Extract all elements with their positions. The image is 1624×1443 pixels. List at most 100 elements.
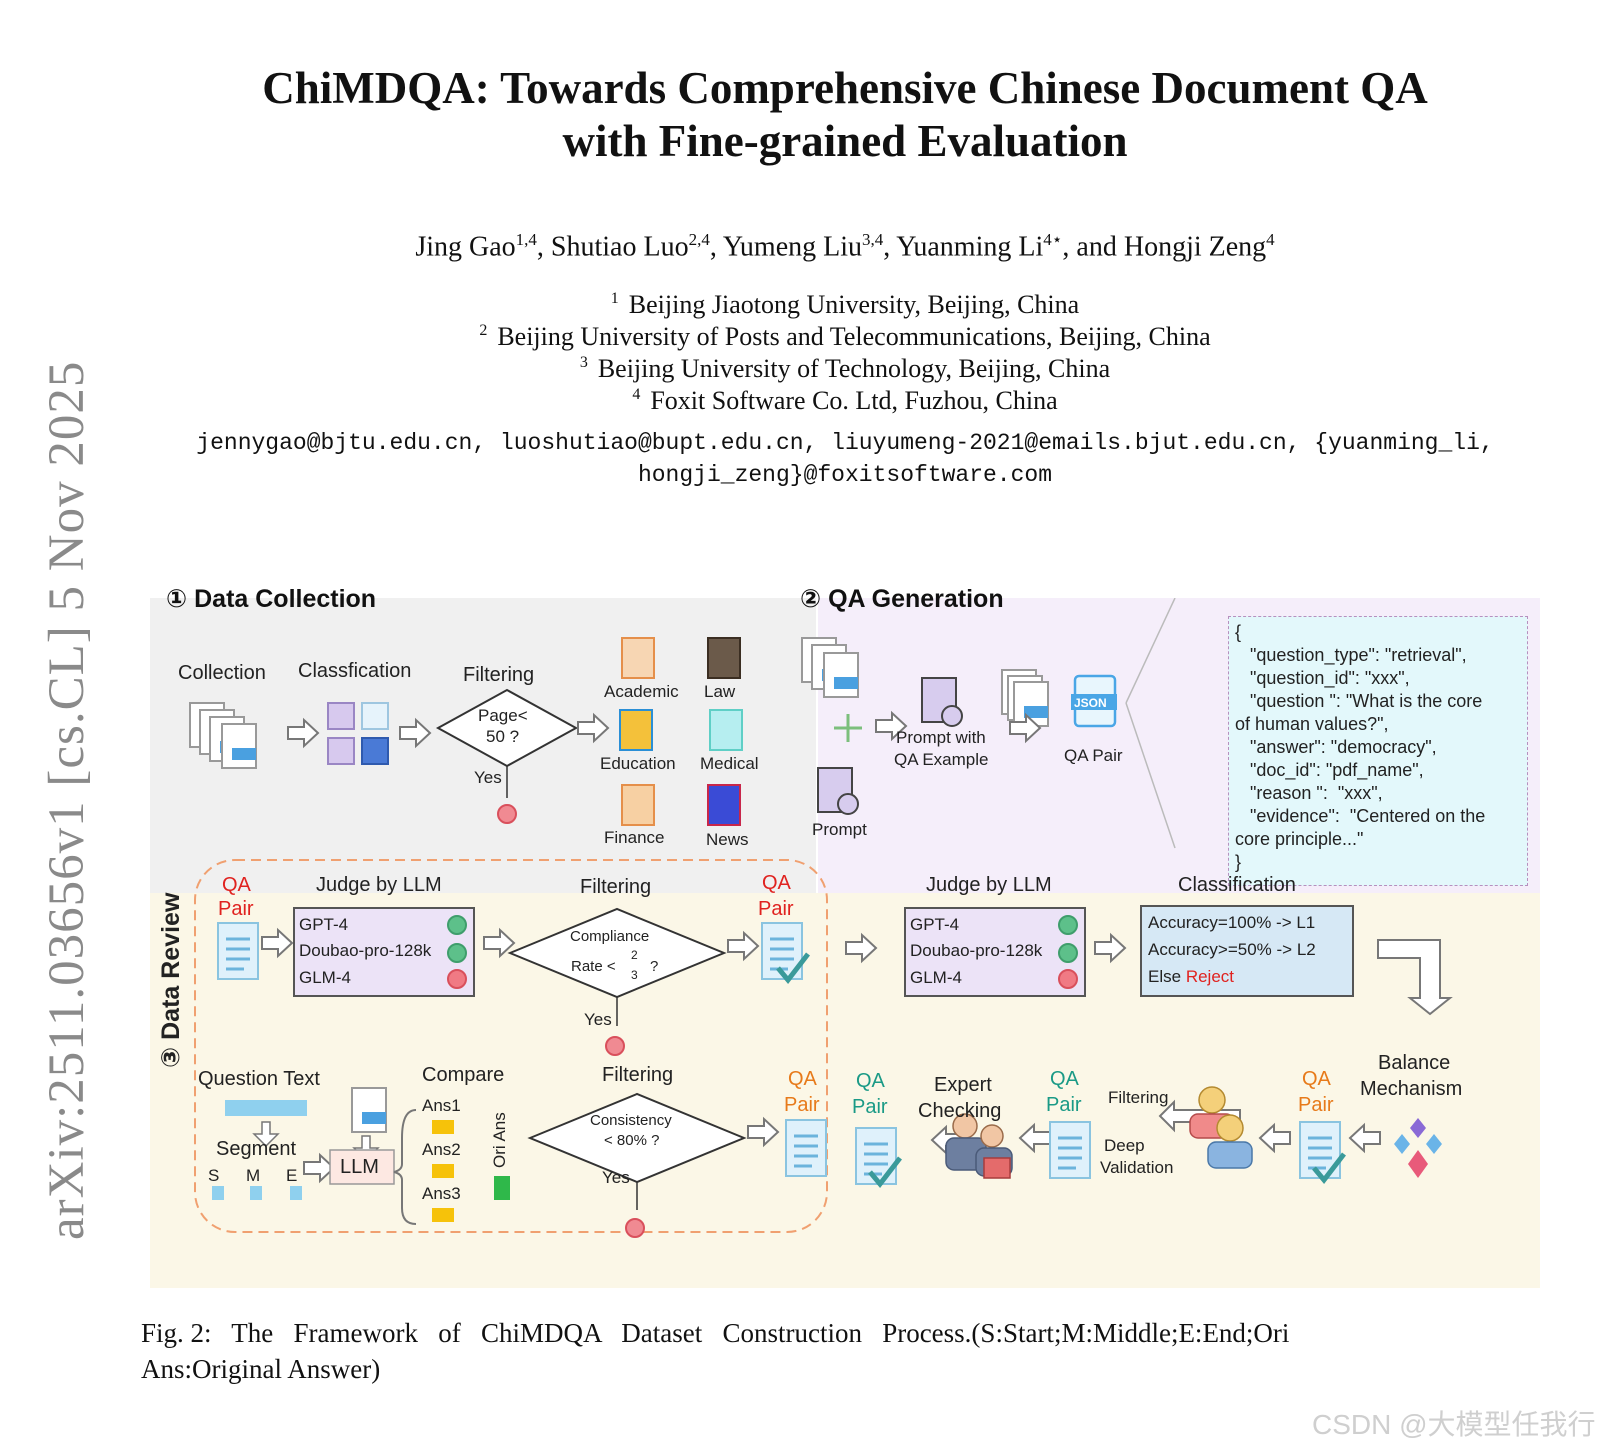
qa-pair-label: QA Pair	[1064, 746, 1123, 765]
qa-generation-title: ② QA Generation	[800, 585, 1004, 613]
author-sup: 4⋆	[1043, 230, 1063, 249]
qa-pair-icon	[216, 921, 260, 981]
author-name: Jing Gao	[415, 231, 516, 263]
arrow-icon	[399, 719, 431, 747]
judge-by-llm-label: Judge by LLM	[316, 874, 442, 896]
diamond-line-2: 50 ?	[486, 727, 520, 746]
filtering-small-label: Filtering	[1108, 1088, 1169, 1107]
affiliation-2: 2 Beijing University of Posts and Telecom…	[200, 322, 1490, 352]
rate-label: Rate <	[571, 958, 616, 975]
category-finance: Finance	[604, 828, 665, 847]
fail-icon	[447, 969, 467, 989]
framework-figure: ① Data Collection Collection Classficati…	[150, 585, 1540, 1288]
affil-text: Beijing University of Posts and Telecomm…	[497, 322, 1211, 351]
qa-json-example: { "question_type": "retrieval", "questio…	[1228, 616, 1528, 886]
question-mark: ?	[650, 958, 659, 975]
author-sup: 3,4	[862, 230, 884, 249]
qa-label: QA	[1050, 1068, 1079, 1090]
qa-pair-icon	[1048, 1120, 1092, 1180]
figure-graphics	[189, 598, 1453, 1238]
author-list: Jing Gao1,4, Shutiao Luo2,4, Yumeng Liu3…	[415, 230, 1275, 263]
question-text-label: Question Text	[198, 1068, 320, 1090]
filtering-label: Filtering	[602, 1064, 674, 1086]
affil-text: Foxit Software Co. Ltd, Fuzhou, China	[650, 386, 1058, 415]
email-line-1: jennygao@bjtu.edu.cn, luoshutiao@bupt.ed…	[196, 430, 1494, 456]
title-line-1: ChiMDQA: Towards Comprehensive Chinese D…	[262, 63, 1428, 113]
expert-label: Expert	[934, 1074, 992, 1096]
filter-diamond	[435, 688, 579, 768]
affil-num: 3	[579, 354, 588, 372]
pass-icon	[1058, 943, 1078, 963]
author-name: Hongji Zeng	[1123, 231, 1267, 263]
qa-example-label: QA Example	[894, 750, 989, 769]
ans2-bar	[432, 1164, 454, 1178]
classification-label: Classfication	[298, 660, 412, 682]
pdf-icon	[351, 1087, 387, 1133]
ori-ans-label: Ori Ans	[490, 1112, 509, 1168]
paper-title: ChiMDQA: Towards Comprehensive Chinese D…	[200, 62, 1490, 168]
data-review-title: ③ Data Review	[157, 892, 185, 1068]
author-and: and	[1076, 231, 1117, 263]
llm-label: LLM	[340, 1156, 379, 1178]
data-collection-title: ① Data Collection	[166, 585, 377, 613]
yes-label: Yes	[602, 1168, 630, 1187]
arrow-icon	[727, 932, 759, 960]
json-file-icon	[1071, 674, 1117, 728]
fraction-numerator: 2	[631, 948, 638, 962]
compliance-diamond	[507, 907, 727, 999]
balance-diamonds-icon	[1394, 1118, 1442, 1178]
ans2-label: Ans2	[422, 1140, 461, 1159]
model-glm4: GLM-4	[910, 968, 962, 987]
ans1-label: Ans1	[422, 1096, 461, 1115]
mechanism-label: Mechanism	[1360, 1078, 1463, 1100]
question-text-bar	[225, 1100, 307, 1116]
arrow-icon	[1094, 934, 1126, 962]
pass-icon	[447, 943, 467, 963]
qa-label: QA	[222, 874, 251, 896]
else-label: Else	[1148, 967, 1182, 986]
class-row-l1: Accuracy=100% -> L1	[1148, 913, 1316, 932]
author-sup: 4	[1266, 230, 1275, 249]
classification-label: Classification	[1178, 874, 1296, 896]
segment-e	[290, 1186, 302, 1200]
academic-pdf-icon	[621, 637, 655, 679]
fail-icon	[1058, 969, 1078, 989]
affil-num: 2	[479, 322, 488, 340]
medical-pdf-icon	[709, 709, 743, 751]
reject-label: Reject	[1185, 967, 1234, 986]
bend-arrow-icon	[1377, 939, 1453, 1016]
news-pdf-icon	[707, 784, 741, 826]
ans1-bar	[432, 1120, 454, 1134]
arrow-icon	[1259, 1124, 1291, 1152]
diamond-line-1: Page<	[478, 706, 528, 725]
reject-icon	[497, 804, 517, 824]
collection-pdf-stack-icon	[189, 702, 257, 769]
brace-icon	[393, 1109, 417, 1225]
figure-caption: Fig. 2: The Framework of ChiMDQA Dataset…	[141, 1315, 1551, 1387]
education-pdf-icon	[619, 709, 653, 751]
category-law: Law	[704, 682, 736, 701]
model-gpt4: GPT-4	[910, 915, 960, 934]
model-doubao: Doubao-pro-128k	[910, 941, 1043, 960]
author-name: Shutiao Luo	[550, 231, 689, 263]
pair-label: Pair	[218, 898, 254, 920]
lt80-label: < 80% ?	[604, 1132, 660, 1149]
finance-pdf-icon	[621, 784, 655, 826]
classification-icon	[327, 702, 389, 765]
arrow-icon	[1019, 1124, 1051, 1152]
reject-icon	[625, 1218, 645, 1238]
validator-people-icon	[1189, 1086, 1253, 1169]
expert-people-icon	[945, 1113, 1013, 1179]
category-medical: Medical	[700, 754, 759, 773]
callout-line-top	[1125, 598, 1176, 704]
pass-icon	[1058, 915, 1078, 935]
prompt-icon	[817, 767, 859, 815]
checking-label: Checking	[918, 1100, 1002, 1122]
caption-line-2: Ans:Original Answer)	[141, 1354, 381, 1384]
llm-box	[329, 1149, 395, 1185]
category-academic: Academic	[604, 682, 679, 701]
caption-line-1: Fig. 2: The Framework of ChiMDQA Dataset…	[141, 1318, 1290, 1348]
prompt-example-icon	[921, 677, 963, 727]
